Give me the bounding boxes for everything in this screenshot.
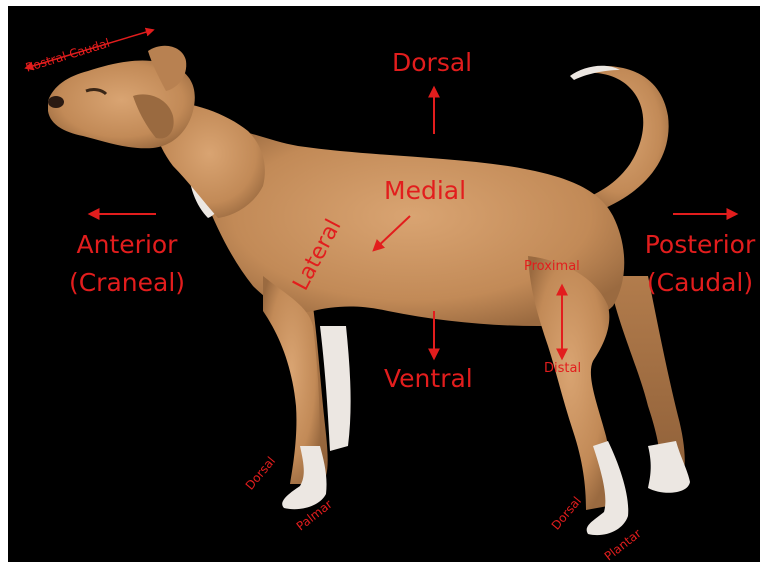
dog-hind-leg-near bbox=[528, 256, 612, 510]
label-dorsal: Dorsal bbox=[392, 50, 472, 75]
label-posterior: Posterior bbox=[640, 232, 760, 257]
label-ventral: Ventral bbox=[384, 366, 473, 391]
label-medial: Medial bbox=[384, 178, 466, 203]
anatomy-diagram: Dorsal Ventral Medial Lateral Anterior (… bbox=[8, 6, 760, 562]
label-craneal: (Craneal) bbox=[58, 270, 196, 295]
label-distal: Distal bbox=[544, 362, 581, 375]
label-anterior: Anterior bbox=[60, 232, 194, 257]
label-proximal: Proximal bbox=[524, 260, 580, 273]
label-caudal: (Caudal) bbox=[640, 270, 760, 295]
